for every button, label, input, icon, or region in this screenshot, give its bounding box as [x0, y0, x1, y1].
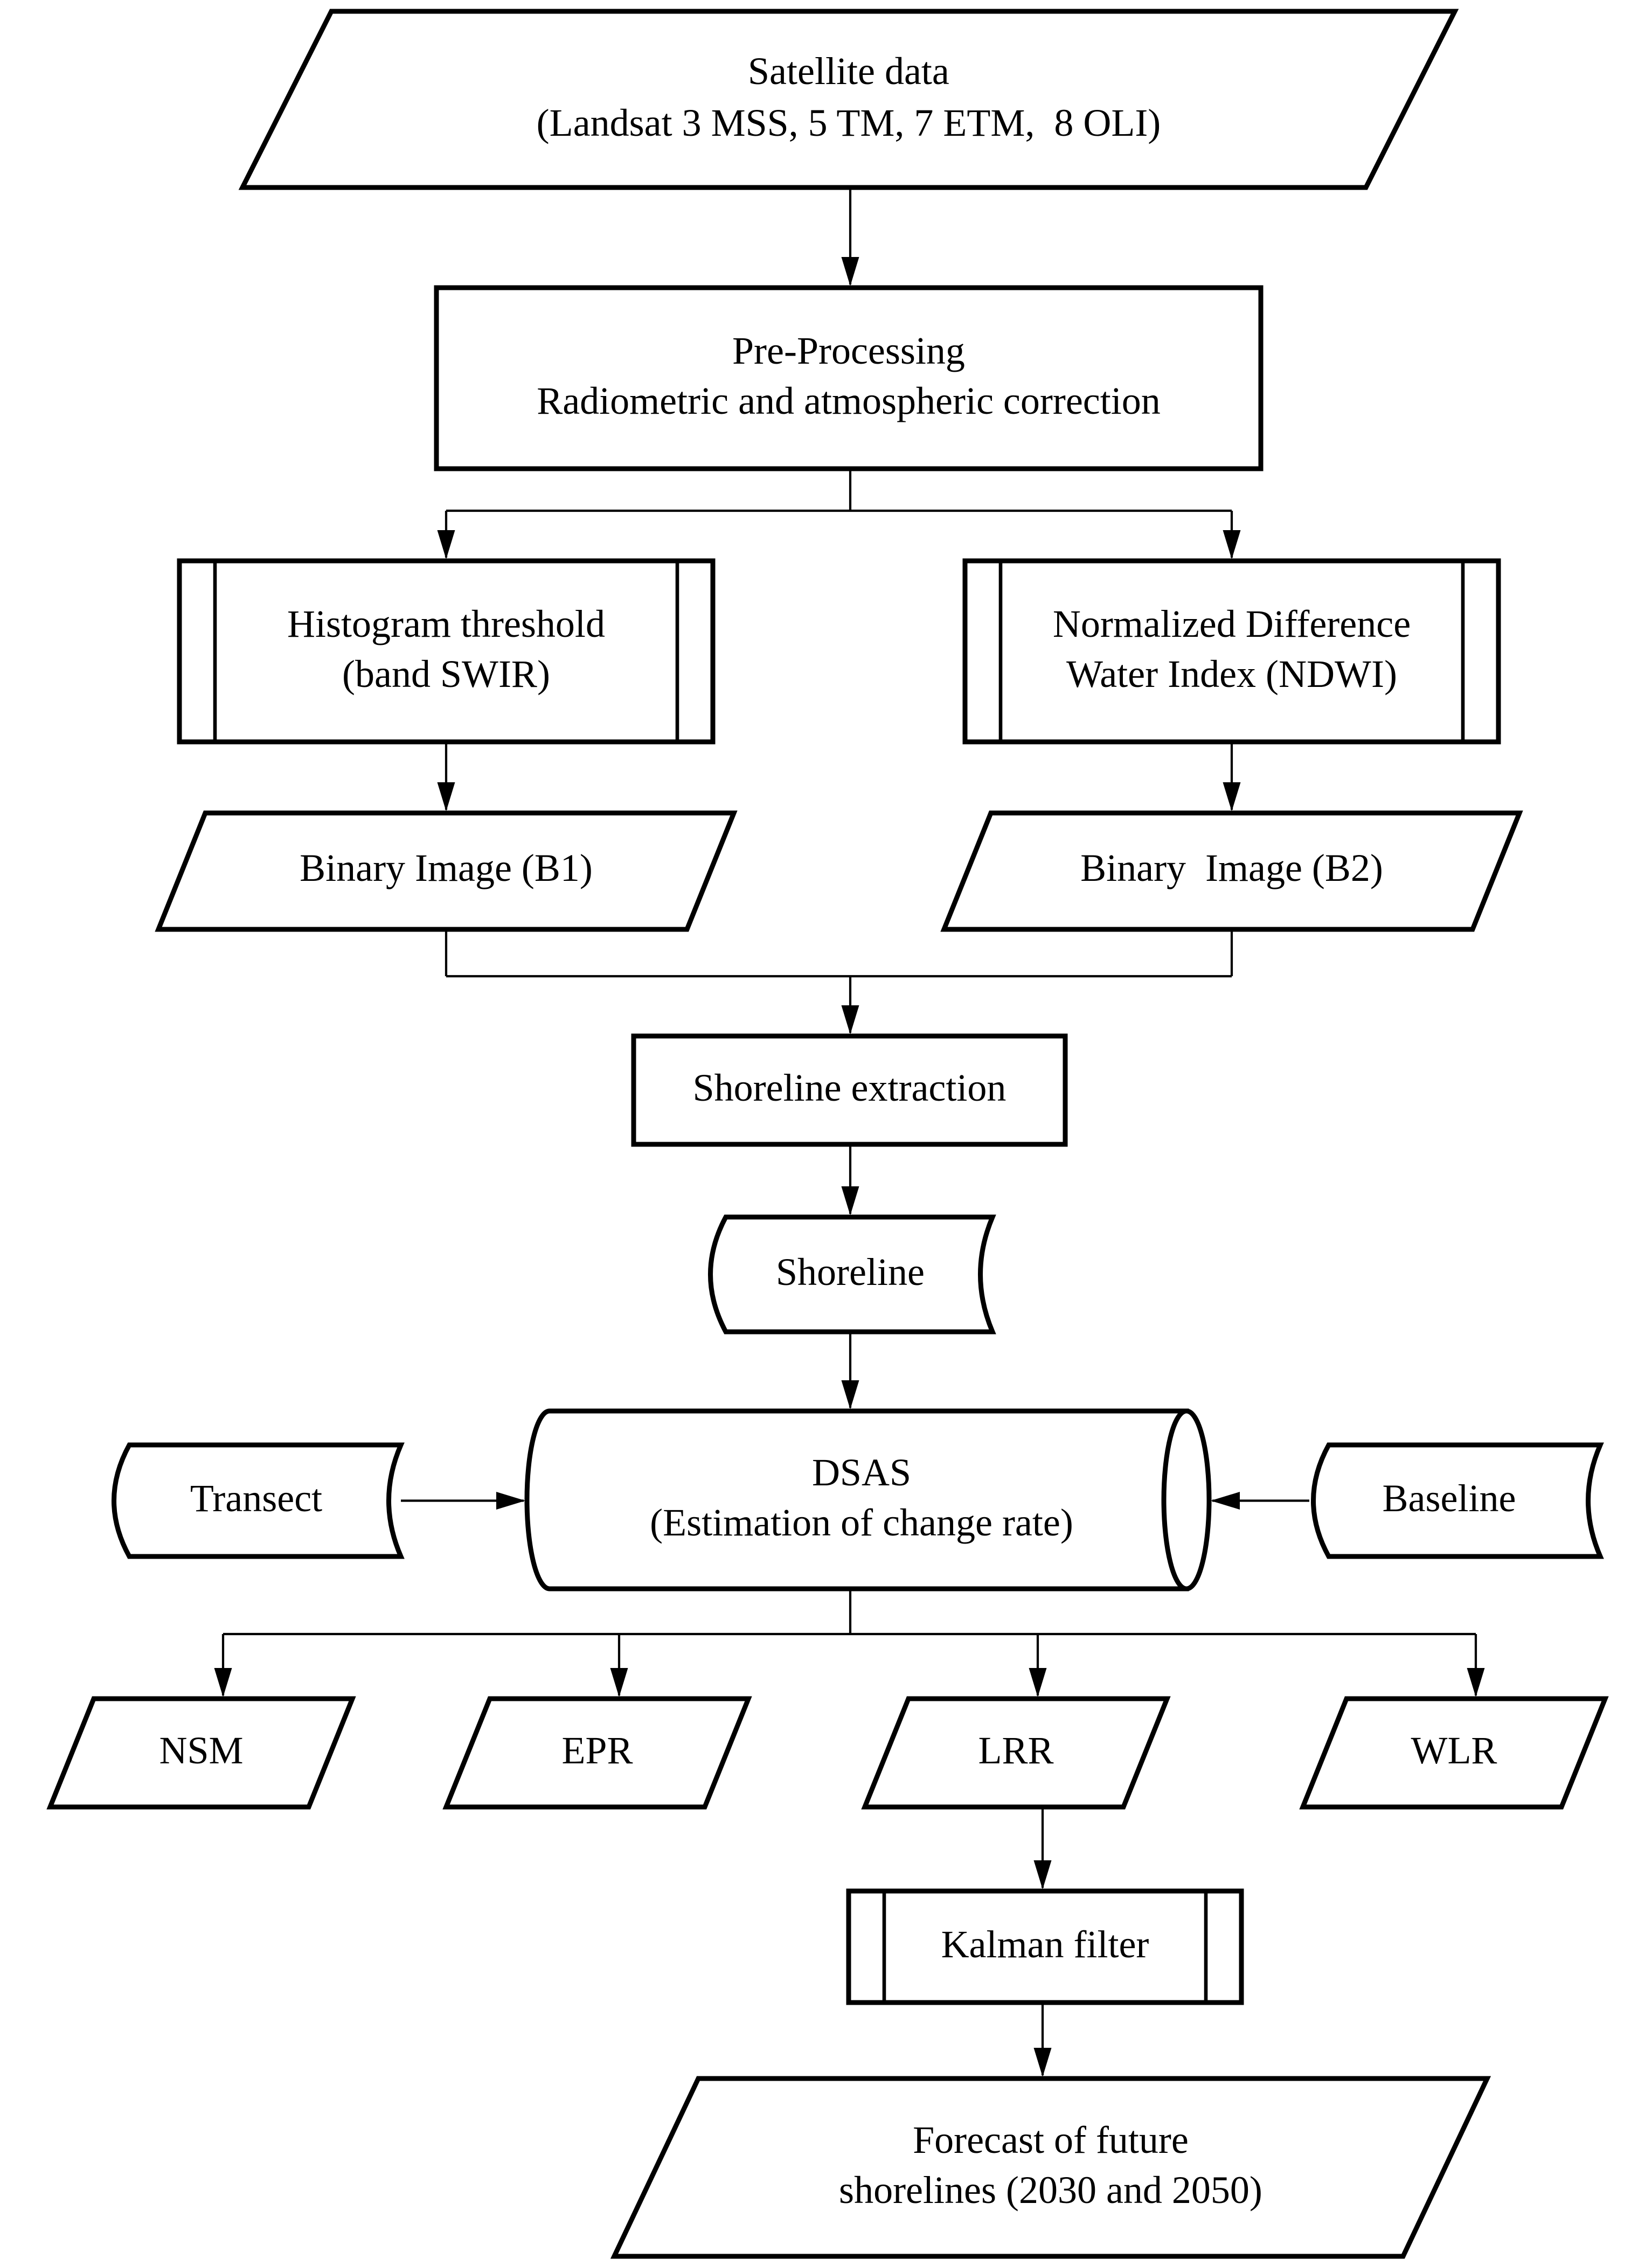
ndwi-shape [962, 558, 1501, 745]
binary-image-b2-shape [940, 810, 1523, 932]
transect-shape [112, 1442, 405, 1559]
shoreline-extraction-shape [631, 1033, 1068, 1147]
nsm-shape [46, 1696, 356, 1810]
kalman-filter-shape [846, 1888, 1244, 2005]
wlr-shape [1299, 1696, 1609, 1810]
dsas-cylinder-cap [1161, 1408, 1212, 1591]
forecast-shape [610, 2076, 1491, 2259]
preprocessing-shape [434, 285, 1264, 471]
epr-shape [442, 1696, 752, 1810]
lrr-shape [861, 1696, 1171, 1810]
dsas-cylinder-body [524, 1408, 1189, 1591]
baseline-shape [1311, 1442, 1604, 1559]
shoreline-shape [708, 1214, 996, 1334]
histogram-threshold-shape [177, 558, 716, 745]
binary-image-b1-shape [155, 810, 738, 932]
satellite-data-shape [238, 9, 1459, 190]
